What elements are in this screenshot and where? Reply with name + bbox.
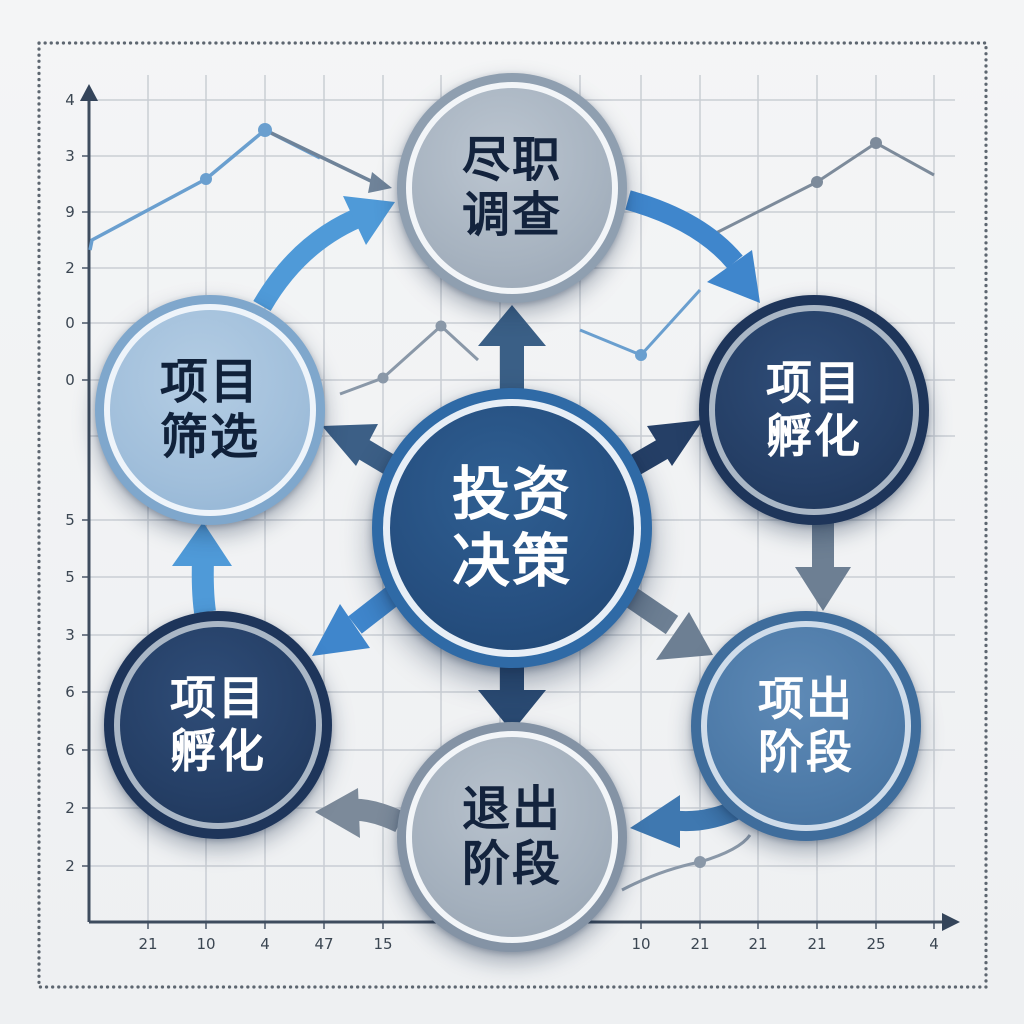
- node-label-line1: 项目: [170, 671, 266, 726]
- x-tick-label: 25: [866, 935, 886, 953]
- arrow-decision-to-due-diligence: [478, 305, 546, 390]
- node-exit-stage[interactable]: 退出 阶段: [397, 722, 627, 952]
- arrow-decision-to-screening: [322, 424, 401, 478]
- node-project-incubation-right[interactable]: 项目 孵化: [699, 295, 929, 525]
- y-tick-label: 3: [65, 147, 75, 165]
- x-tick-label: 21: [690, 935, 710, 953]
- node-label-line1: 项目: [766, 356, 862, 411]
- node-due-diligence[interactable]: 尽职 调查: [397, 73, 627, 303]
- y-tick-label: 9: [65, 203, 75, 221]
- node-exit-stage-right[interactable]: 项出 阶段: [691, 611, 921, 841]
- y-tick-label: 0: [65, 314, 75, 332]
- node-label-line2: 孵化: [766, 409, 862, 463]
- arrow-screening-to-due-diligence: [253, 196, 395, 312]
- y-axis-arrow-icon: [80, 84, 98, 101]
- line-series-middle: [339, 320, 480, 396]
- y-tick-label: 2: [65, 799, 75, 817]
- y-tick-label: 5: [65, 511, 75, 529]
- y-tick-label: 2: [65, 259, 75, 277]
- node-label-line2: 阶段: [758, 725, 854, 779]
- x-tick-label: 10: [631, 935, 651, 953]
- y-tick-label: 0: [65, 371, 75, 389]
- x-tick-label: 47: [314, 935, 334, 953]
- node-label-line2: 孵化: [170, 724, 266, 778]
- node-label-line1: 项目: [159, 353, 260, 410]
- node-label-line1: 退出: [461, 780, 562, 837]
- line-series-top-right: [579, 137, 935, 361]
- node-label-line1: 项出: [758, 672, 854, 727]
- node-label-line2: 调查: [461, 187, 562, 243]
- node-project-screening[interactable]: 项目 筛选: [95, 295, 325, 525]
- x-tick-label: 21: [807, 935, 827, 953]
- arrow-exit-to-incubation-left: [315, 788, 405, 838]
- node-label-line2: 阶段: [461, 836, 562, 892]
- node-label-line2: 决策: [451, 527, 572, 595]
- y-tick-label: 6: [65, 741, 75, 759]
- x-tick-label: 21: [138, 935, 158, 953]
- line-series-bottom-right: [621, 834, 752, 892]
- y-tick-label: 4: [65, 91, 75, 109]
- node-project-incubation-left[interactable]: 项目 孵化: [104, 611, 332, 839]
- line-series-top-left: [88, 123, 392, 251]
- x-axis-arrow-icon: [942, 913, 960, 931]
- node-label-line2: 筛选: [159, 409, 260, 465]
- x-tick-label: 21: [748, 935, 768, 953]
- y-tick-label: 5: [65, 568, 75, 586]
- x-tick-label: 4: [929, 935, 939, 953]
- node-investment-decision[interactable]: 投资 决策: [372, 388, 652, 668]
- x-tick-label: 10: [196, 935, 216, 953]
- arrow-due-diligence-to-incubation-right: [625, 190, 760, 303]
- node-label-line1: 投资: [451, 460, 572, 529]
- y-tick-label: 6: [65, 683, 75, 701]
- x-tick-label: 15: [373, 935, 393, 953]
- y-tick-label: 3: [65, 626, 75, 644]
- node-label-line1: 尽职: [461, 131, 562, 188]
- arrow-incubation-left-to-screening: [172, 522, 232, 614]
- x-tick-label: 4: [260, 935, 270, 953]
- arrow-incubation-right-to-exit-stage-right: [795, 521, 851, 611]
- arrow-decision-to-incubation-left: [312, 581, 407, 656]
- y-tick-label: 2: [65, 857, 75, 875]
